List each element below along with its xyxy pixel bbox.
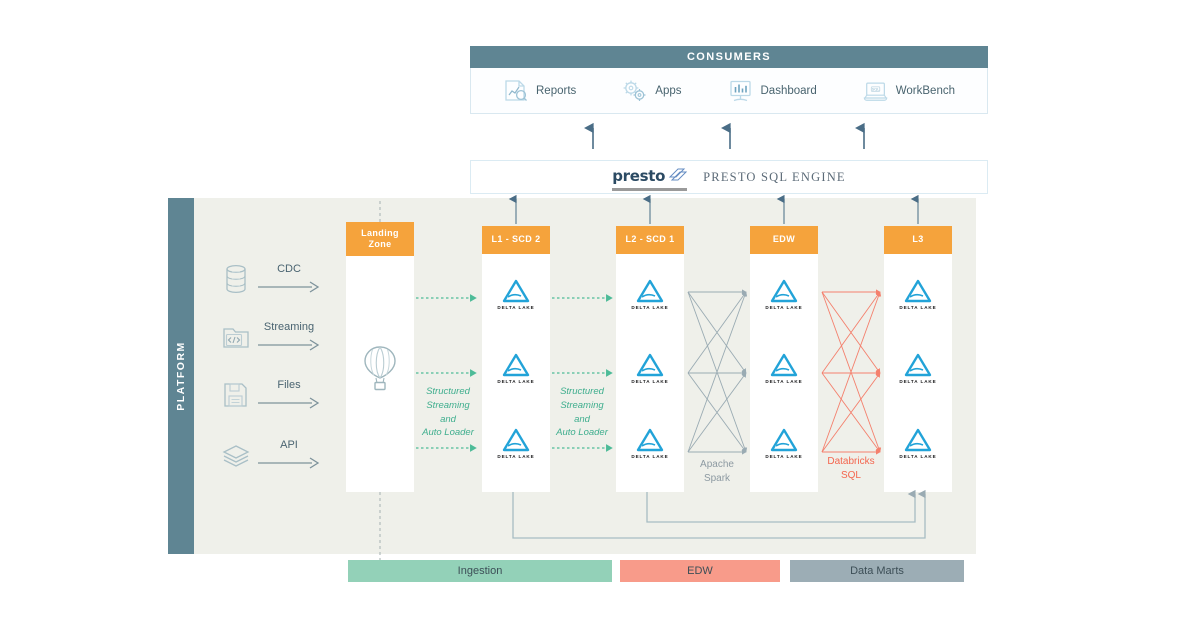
mesh-line: Spark xyxy=(703,473,731,484)
presto-logo: presto xyxy=(612,167,688,191)
transform-line: Streaming xyxy=(426,399,470,411)
apps-gears-icon xyxy=(622,79,648,103)
consumer-item-workbench[interactable]: SQL WorkBench xyxy=(863,79,955,103)
column-header-edw[interactable]: EDW xyxy=(750,226,818,254)
delta-lake-logo: DELTA LAKE xyxy=(760,352,808,384)
source-label: Files xyxy=(277,378,301,391)
consumer-item-apps[interactable]: Apps xyxy=(622,79,682,103)
delta-lake-logo: DELTA LAKE xyxy=(626,427,674,459)
column-header-l3[interactable]: L3 xyxy=(884,226,952,254)
platform-side-label: PLATFORM xyxy=(168,198,194,554)
file-save-icon xyxy=(222,380,250,415)
delta-lake-label: DELTA LAKE xyxy=(497,305,535,310)
delta-lake-label: DELTA LAKE xyxy=(631,305,669,310)
dashboard-monitor-icon xyxy=(728,79,754,103)
platform-label-text: PLATFORM xyxy=(175,341,187,411)
mesh-label-databricks-sql: Databricks SQL xyxy=(811,455,891,483)
presto-mark-icon xyxy=(668,168,688,181)
presto-engine-bar: presto PRESTO SQL ENGINE xyxy=(470,160,988,194)
legend-label: EDW xyxy=(687,565,713,577)
delta-lake-logo: DELTA LAKE xyxy=(492,427,540,459)
source-api: API xyxy=(222,439,320,475)
hot-air-balloon-icon xyxy=(362,345,398,396)
arrow-right-icon xyxy=(258,338,320,351)
legend-label: Data Marts xyxy=(850,565,904,577)
column-header-landing[interactable]: Landing Zone xyxy=(346,222,414,256)
svg-text:SQL: SQL xyxy=(871,87,880,92)
mesh-label-apache-spark: Apache Spark xyxy=(677,458,757,486)
transform-line: Auto Loader xyxy=(556,427,608,439)
delta-lake-label: DELTA LAKE xyxy=(899,379,937,384)
consumer-label: WorkBench xyxy=(895,85,955,97)
source-arrow-wrap: CDC xyxy=(258,263,320,297)
database-icon xyxy=(222,264,250,299)
delta-lake-logo: DELTA LAKE xyxy=(626,352,674,384)
column-header-line1: Landing xyxy=(361,227,399,238)
source-label: CDC xyxy=(277,262,301,275)
delta-lake-logo: DELTA LAKE xyxy=(894,278,942,310)
delta-lake-label: DELTA LAKE xyxy=(899,454,937,459)
mesh-line: Databricks xyxy=(827,456,875,467)
delta-lake-label: DELTA LAKE xyxy=(631,379,669,384)
consumer-label: Reports xyxy=(536,85,577,97)
presto-wordmark: presto xyxy=(612,167,666,185)
delta-lake-logo: DELTA LAKE xyxy=(492,352,540,384)
column-header-l1[interactable]: L1 - SCD 2 xyxy=(482,226,550,254)
consumers-title: CONSUMERS xyxy=(470,46,988,68)
transform-line: and xyxy=(440,413,456,425)
source-arrow-wrap: Streaming xyxy=(258,321,320,355)
transform-line: Structured xyxy=(560,386,604,397)
platform-panel xyxy=(168,198,976,554)
source-files: Files xyxy=(222,379,320,415)
consumers-list: Reports xyxy=(470,68,988,114)
transform-line: and xyxy=(574,413,590,425)
delta-lake-label: DELTA LAKE xyxy=(497,379,535,384)
arrow-right-icon xyxy=(258,456,320,469)
source-cdc: CDC xyxy=(222,263,320,299)
transform-line: Streaming xyxy=(560,399,604,411)
delta-lake-logo: DELTA LAKE xyxy=(626,278,674,310)
legend-item-ingestion: Ingestion xyxy=(348,560,612,582)
delta-lake-logo: DELTA LAKE xyxy=(894,352,942,384)
code-folder-icon xyxy=(222,322,250,357)
column-body-landing xyxy=(346,252,414,492)
legend-item-data-marts: Data Marts xyxy=(790,560,964,582)
mesh-line: SQL xyxy=(840,470,861,481)
legend-label: Ingestion xyxy=(457,565,503,577)
consumer-item-dashboard[interactable]: Dashboard xyxy=(728,79,817,103)
legend-item-edw: EDW xyxy=(620,560,780,582)
delta-lake-logo: DELTA LAKE xyxy=(760,278,808,310)
source-label: API xyxy=(280,438,298,451)
delta-lake-label: DELTA LAKE xyxy=(899,305,937,310)
mesh-line: Apache xyxy=(700,459,734,470)
transform-label-ingestion-1: Structured Streaming and Auto Loader xyxy=(408,385,488,440)
delta-lake-logo: DELTA LAKE xyxy=(492,278,540,310)
consumer-item-reports[interactable]: Reports xyxy=(503,79,576,103)
consumer-label: Dashboard xyxy=(760,85,817,97)
workbench-laptop-icon: SQL xyxy=(863,79,889,103)
delta-lake-label: DELTA LAKE xyxy=(765,454,803,459)
consumer-label: Apps xyxy=(655,85,682,97)
delta-lake-label: DELTA LAKE xyxy=(765,305,803,310)
stacked-layers-icon xyxy=(222,440,250,475)
column-header-l2[interactable]: L2 - SCD 1 xyxy=(616,226,684,254)
column-header-line2: Zone xyxy=(368,239,392,249)
presto-caption: PRESTO SQL ENGINE xyxy=(703,169,846,184)
delta-lake-label: DELTA LAKE xyxy=(765,379,803,384)
source-arrow-wrap: API xyxy=(258,439,320,473)
delta-lake-label: DELTA LAKE xyxy=(631,454,669,459)
presto-underline xyxy=(612,188,688,191)
delta-lake-logo: DELTA LAKE xyxy=(760,427,808,459)
delta-lake-label: DELTA LAKE xyxy=(497,454,535,459)
delta-lake-logo: DELTA LAKE xyxy=(894,427,942,459)
arrow-right-icon xyxy=(258,396,320,409)
source-arrow-wrap: Files xyxy=(258,379,320,413)
source-label: Streaming xyxy=(263,320,315,333)
source-streaming: Streaming xyxy=(222,321,320,357)
transform-label-ingestion-2: Structured Streaming and Auto Loader xyxy=(542,385,622,440)
transform-line: Auto Loader xyxy=(422,427,474,439)
report-document-icon xyxy=(503,79,529,103)
arrow-right-icon xyxy=(258,280,320,293)
transform-line: Structured xyxy=(426,386,470,397)
